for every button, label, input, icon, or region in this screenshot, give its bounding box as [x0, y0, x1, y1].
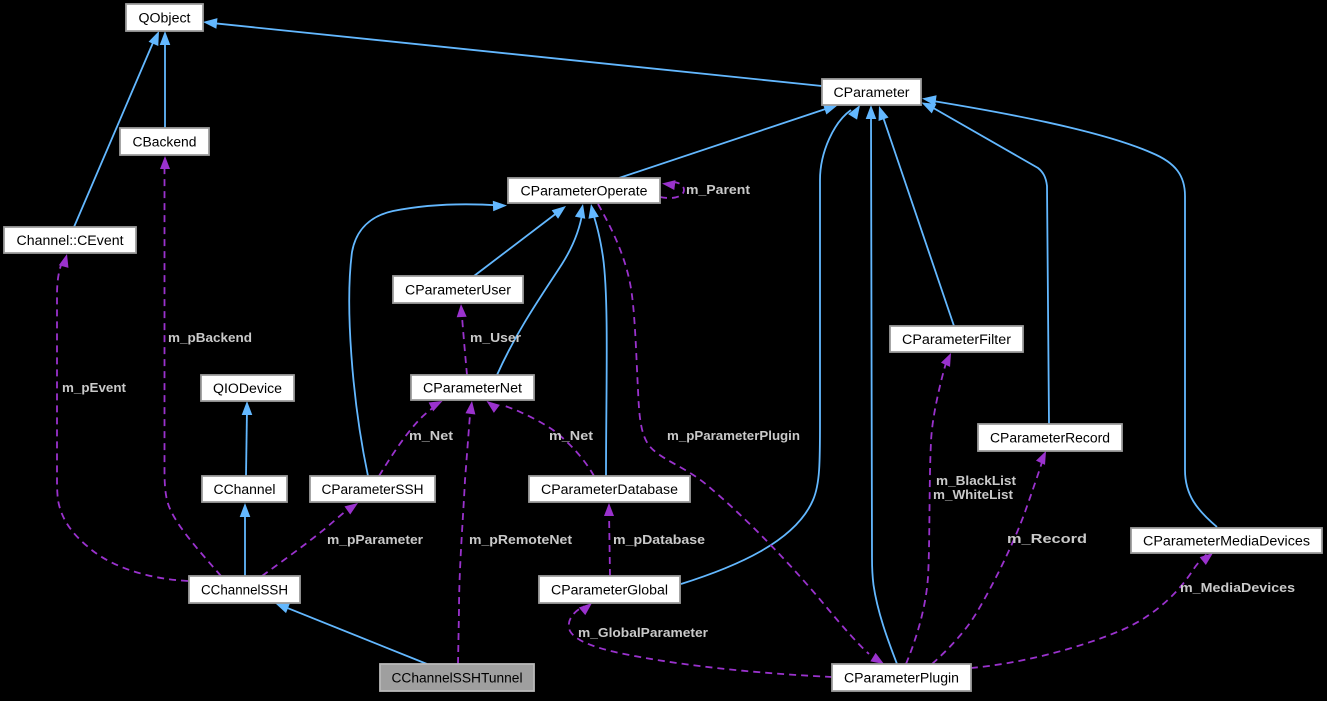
svg-text:m_pDatabase: m_pDatabase: [613, 532, 705, 547]
svg-text:Channel::CEvent: Channel::CEvent: [17, 233, 124, 248]
svg-text:m_MediaDevices: m_MediaDevices: [1180, 580, 1295, 595]
svg-text:m_Net: m_Net: [549, 428, 594, 443]
svg-text:m_User: m_User: [470, 330, 521, 345]
svg-text:QIODevice: QIODevice: [213, 381, 282, 396]
svg-text:m_pParameterPlugin: m_pParameterPlugin: [667, 428, 800, 443]
svg-text:m_WhiteList: m_WhiteList: [933, 487, 1014, 502]
svg-text:CParameterOperate: CParameterOperate: [521, 183, 648, 198]
svg-text:m_pParameter: m_pParameter: [327, 532, 423, 547]
svg-text:CParameterPlugin: CParameterPlugin: [844, 670, 959, 685]
svg-text:m_Net: m_Net: [409, 428, 454, 443]
svg-text:CParameterSSH: CParameterSSH: [322, 482, 424, 497]
svg-text:m_Record: m_Record: [1007, 531, 1087, 546]
svg-text:m_Parent: m_Parent: [686, 182, 751, 197]
svg-text:CParameterGlobal: CParameterGlobal: [551, 582, 668, 597]
svg-text:m_pEvent: m_pEvent: [62, 380, 127, 395]
svg-text:m_BlackList: m_BlackList: [936, 473, 1017, 488]
svg-text:CChannelSSHTunnel: CChannelSSHTunnel: [392, 670, 523, 685]
svg-text:CParameterNet: CParameterNet: [423, 380, 522, 395]
svg-text:CChannel: CChannel: [214, 482, 276, 497]
svg-text:QObject: QObject: [139, 10, 191, 25]
svg-text:CParameter: CParameter: [834, 85, 911, 100]
svg-text:CBackend: CBackend: [133, 134, 197, 149]
svg-text:CParameterDatabase: CParameterDatabase: [541, 482, 678, 497]
svg-text:CParameterUser: CParameterUser: [405, 282, 512, 297]
svg-text:m_GlobalParameter: m_GlobalParameter: [578, 625, 708, 640]
svg-text:CParameterRecord: CParameterRecord: [990, 430, 1110, 445]
svg-text:CChannelSSH: CChannelSSH: [201, 582, 288, 597]
svg-text:CParameterFilter: CParameterFilter: [902, 332, 1012, 347]
svg-text:m_pRemoteNet: m_pRemoteNet: [469, 532, 573, 547]
svg-text:m_pBackend: m_pBackend: [168, 330, 252, 345]
svg-text:CParameterMediaDevices: CParameterMediaDevices: [1143, 533, 1310, 548]
